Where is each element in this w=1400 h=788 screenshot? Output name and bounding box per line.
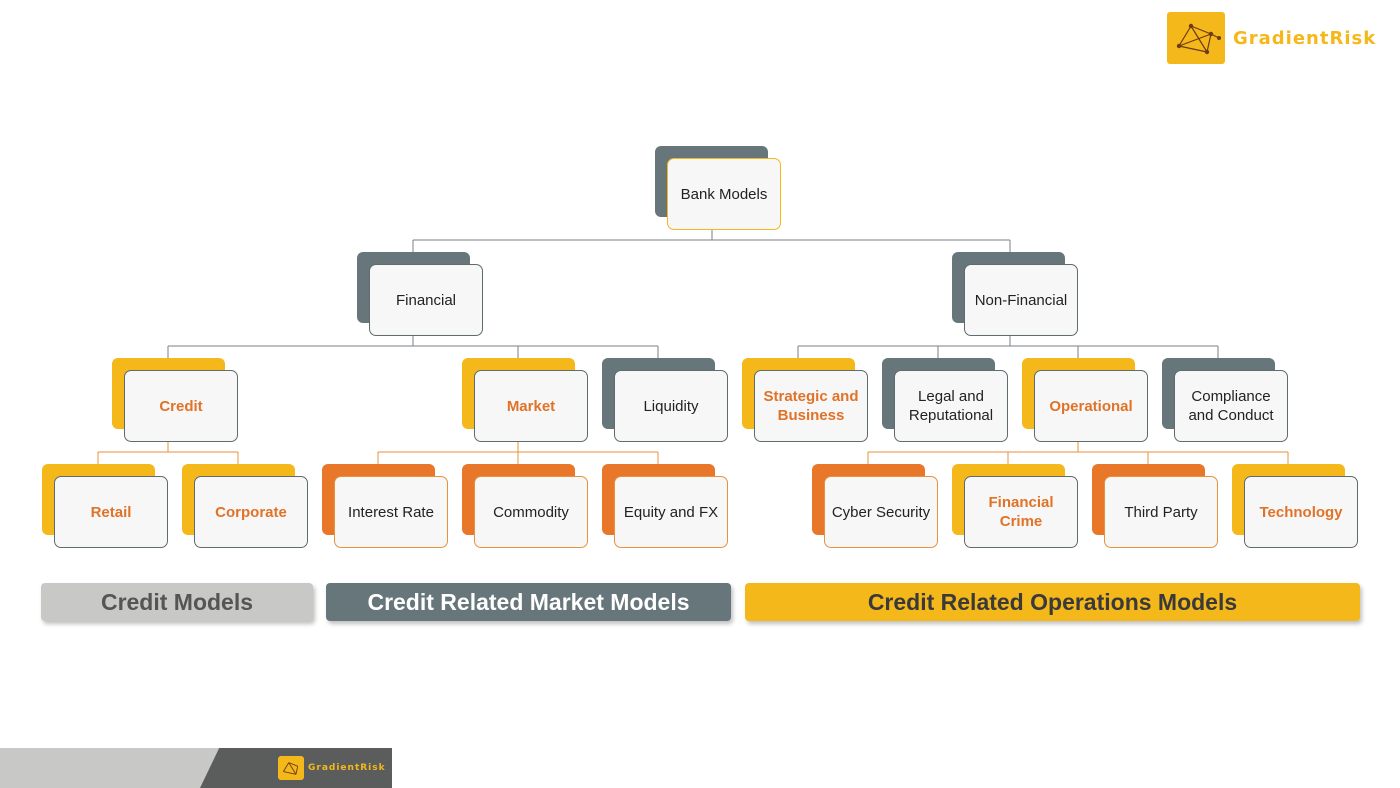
- node-operational: Operational: [1022, 358, 1150, 445]
- node-credit: Credit: [112, 358, 240, 445]
- node-cyber-security-label: Cyber Security: [824, 476, 938, 548]
- node-strategic-business-label: Strategic and Business: [754, 370, 868, 442]
- node-third-party-label: Third Party: [1104, 476, 1218, 548]
- node-retail: Retail: [42, 464, 170, 551]
- node-financial: Financial: [357, 252, 485, 339]
- node-corporate-label: Corporate: [194, 476, 308, 548]
- node-compliance-conduct-label: Compliance and Conduct: [1174, 370, 1288, 442]
- node-liquidity-label: Liquidity: [614, 370, 728, 442]
- node-liquidity: Liquidity: [602, 358, 730, 445]
- node-third-party: Third Party: [1092, 464, 1220, 551]
- footer-logo-text: GradientRisk: [308, 763, 386, 773]
- footer-logo: GradientRisk: [278, 756, 386, 780]
- node-non-financial: Non-Financial: [952, 252, 1080, 339]
- node-technology-label: Technology: [1244, 476, 1358, 548]
- node-technology: Technology: [1232, 464, 1360, 551]
- footer-light-band: [0, 748, 220, 788]
- header-logo: GradientRisk: [1167, 12, 1376, 64]
- node-bank-models: Bank Models: [655, 146, 783, 233]
- node-compliance-conduct: Compliance and Conduct: [1162, 358, 1290, 445]
- node-credit-label: Credit: [124, 370, 238, 442]
- logo-text: GradientRisk: [1233, 27, 1377, 49]
- node-legal-reputational-label: Legal and Reputational: [894, 370, 1008, 442]
- node-equity-fx: Equity and FX: [602, 464, 730, 551]
- node-bank-models-label: Bank Models: [667, 158, 781, 230]
- node-cyber-security: Cyber Security: [812, 464, 940, 551]
- node-legal-reputational: Legal and Reputational: [882, 358, 1010, 445]
- node-operational-label: Operational: [1034, 370, 1148, 442]
- banner-operations-models: Credit Related Operations Models: [745, 583, 1360, 621]
- node-non-financial-label: Non-Financial: [964, 264, 1078, 336]
- node-financial-crime: Financial Crime: [952, 464, 1080, 551]
- node-financial-crime-label: Financial Crime: [964, 476, 1078, 548]
- node-interest-rate-label: Interest Rate: [334, 476, 448, 548]
- gradientrisk-logo-icon: [278, 756, 304, 780]
- node-commodity-label: Commodity: [474, 476, 588, 548]
- node-market: Market: [462, 358, 590, 445]
- node-corporate: Corporate: [182, 464, 310, 551]
- node-commodity: Commodity: [462, 464, 590, 551]
- node-equity-fx-label: Equity and FX: [614, 476, 728, 548]
- banner-market-models: Credit Related Market Models: [326, 583, 731, 621]
- node-financial-label: Financial: [369, 264, 483, 336]
- banner-credit-models: Credit Models: [41, 583, 313, 621]
- node-strategic-business: Strategic and Business: [742, 358, 870, 445]
- node-retail-label: Retail: [54, 476, 168, 548]
- node-market-label: Market: [474, 370, 588, 442]
- gradientrisk-logo-icon: [1167, 12, 1225, 64]
- node-interest-rate: Interest Rate: [322, 464, 450, 551]
